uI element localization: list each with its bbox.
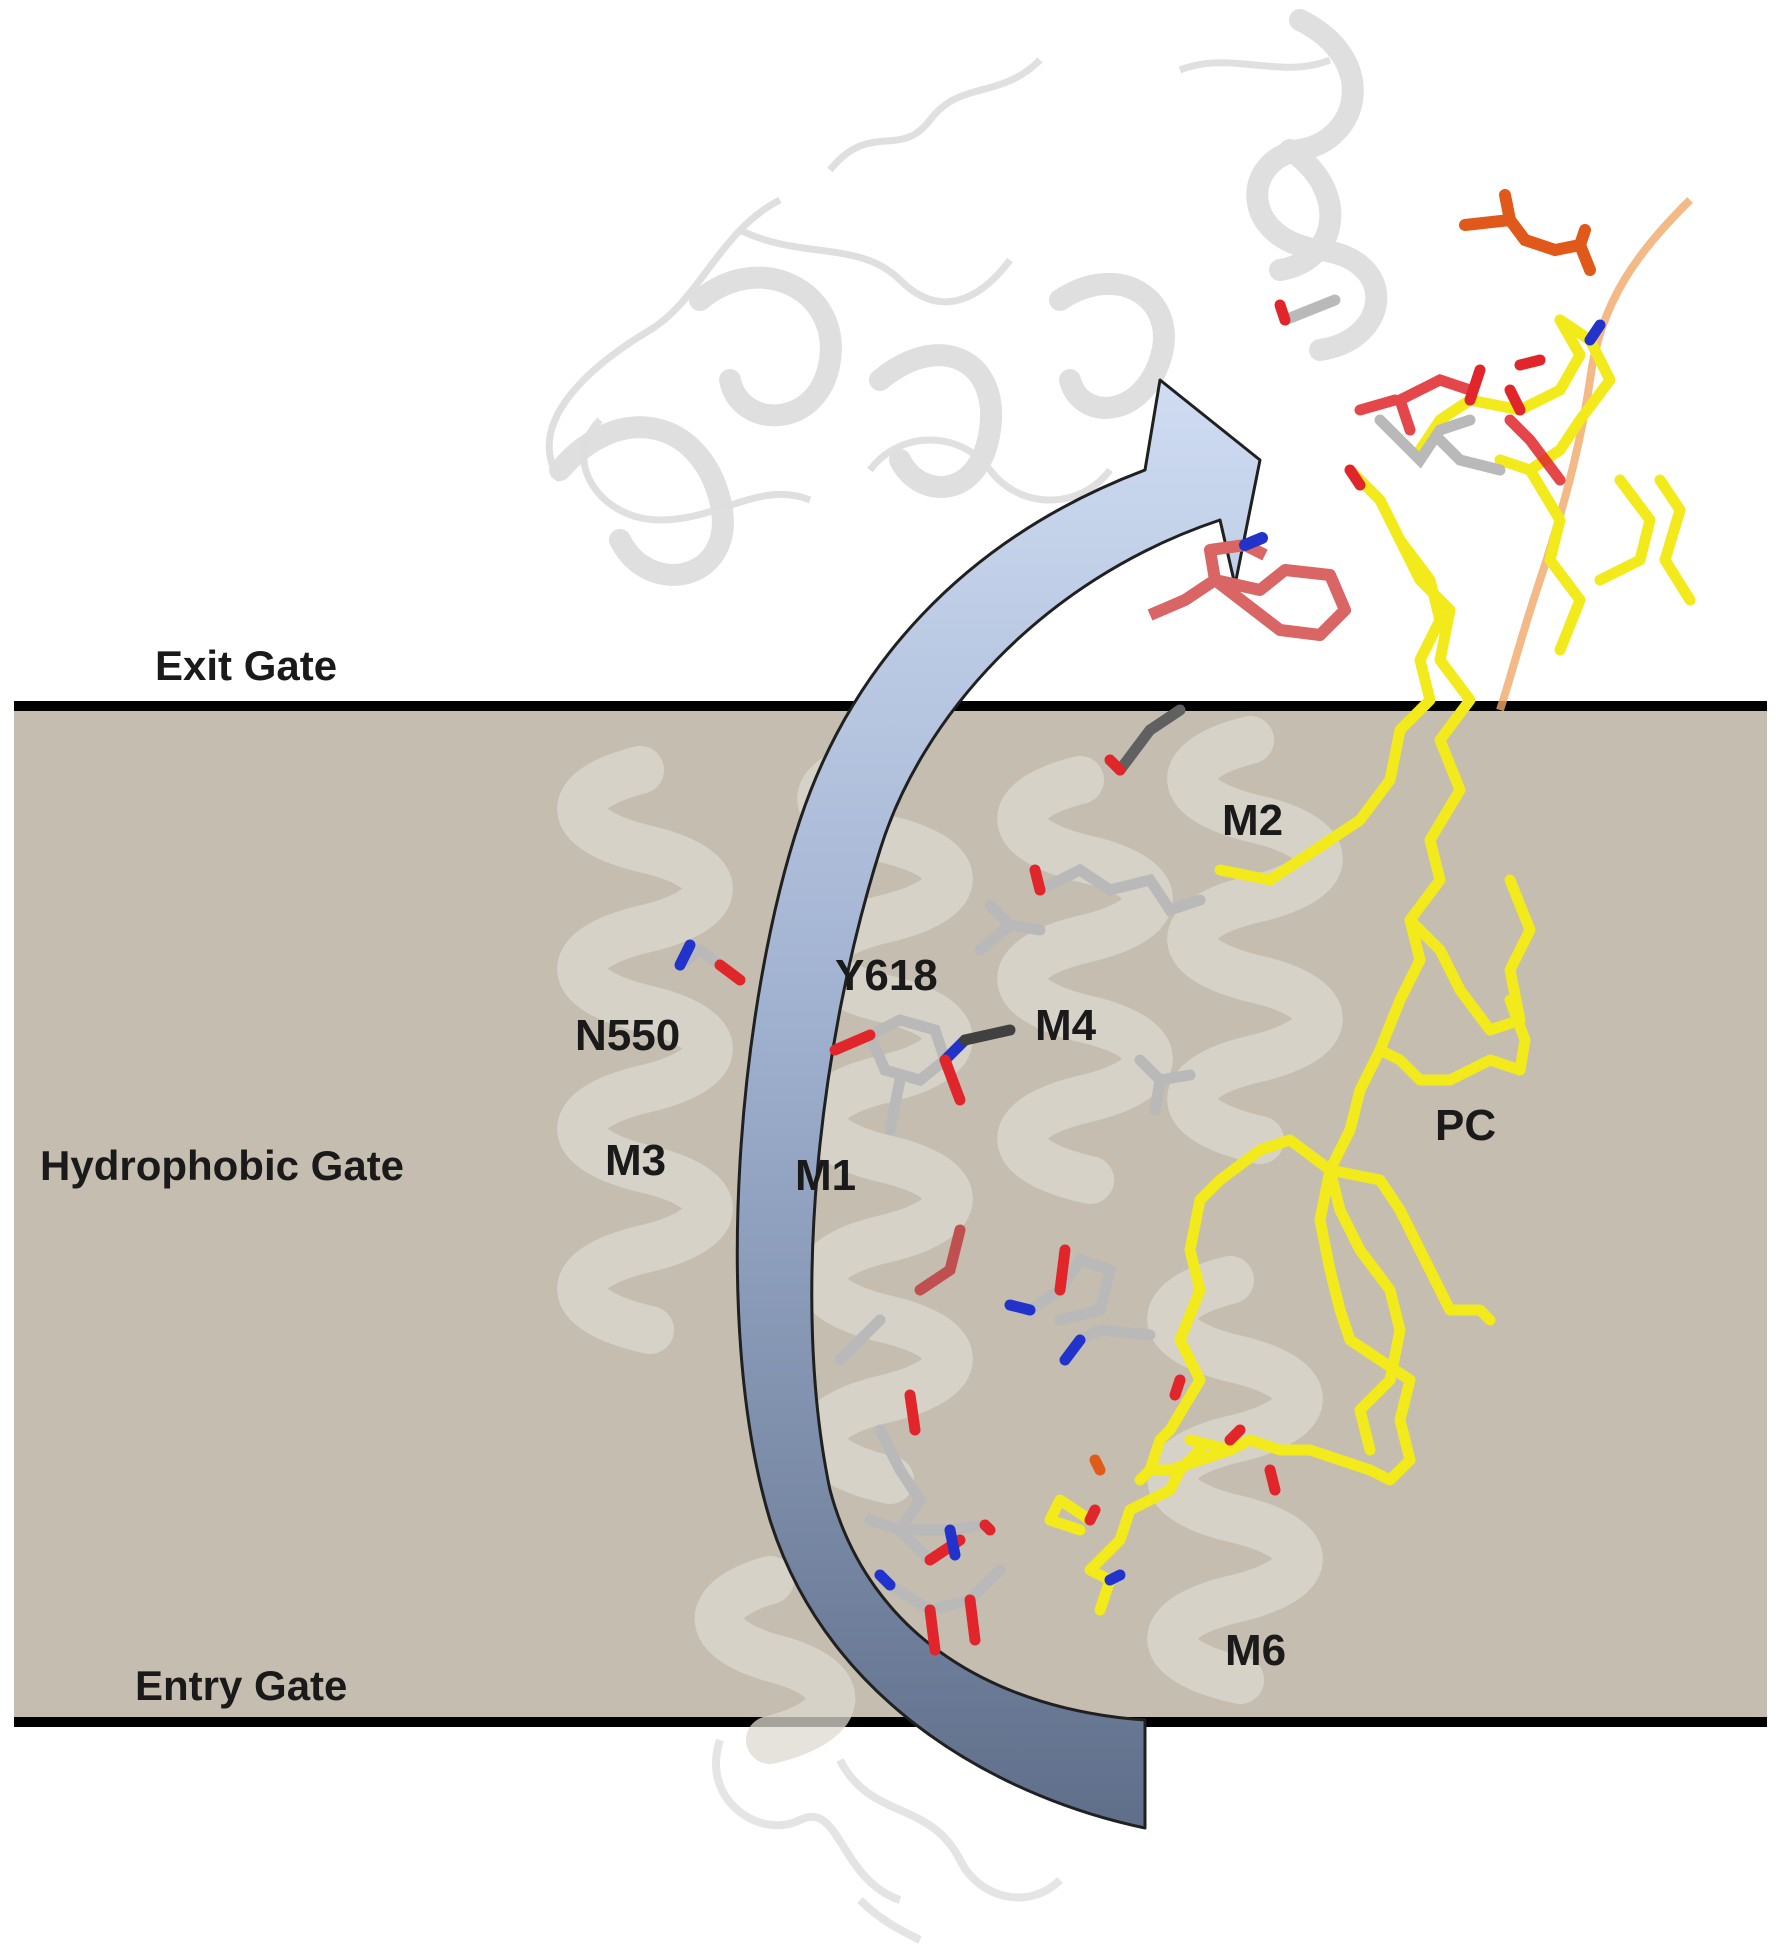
orange-ligand-sticks [1465, 195, 1590, 270]
hydrophobic-gate-label: Hydrophobic Gate [40, 1142, 404, 1189]
helix-m2-label: M2 [1222, 796, 1283, 845]
helix-m3-label: M3 [605, 1136, 666, 1185]
entry-gate-label: Entry Gate [135, 1662, 347, 1709]
helix-m4-label: M4 [1035, 1001, 1097, 1050]
helix-m1-label: M1 [795, 1151, 856, 1200]
exit-gate-label: Exit Gate [155, 642, 337, 689]
orange-ribbon [1500, 200, 1690, 710]
upper-grey-sticks [1380, 420, 1500, 470]
residue-y618-label: Y618 [835, 951, 938, 1000]
tryptophan-nitrogen [1245, 538, 1262, 545]
tryptophan-sticks [1150, 545, 1345, 635]
lipid-pc-label: PC [1435, 1101, 1496, 1150]
helix-m6-label: M6 [1225, 1626, 1286, 1675]
residue-n550-label: N550 [575, 1011, 680, 1060]
